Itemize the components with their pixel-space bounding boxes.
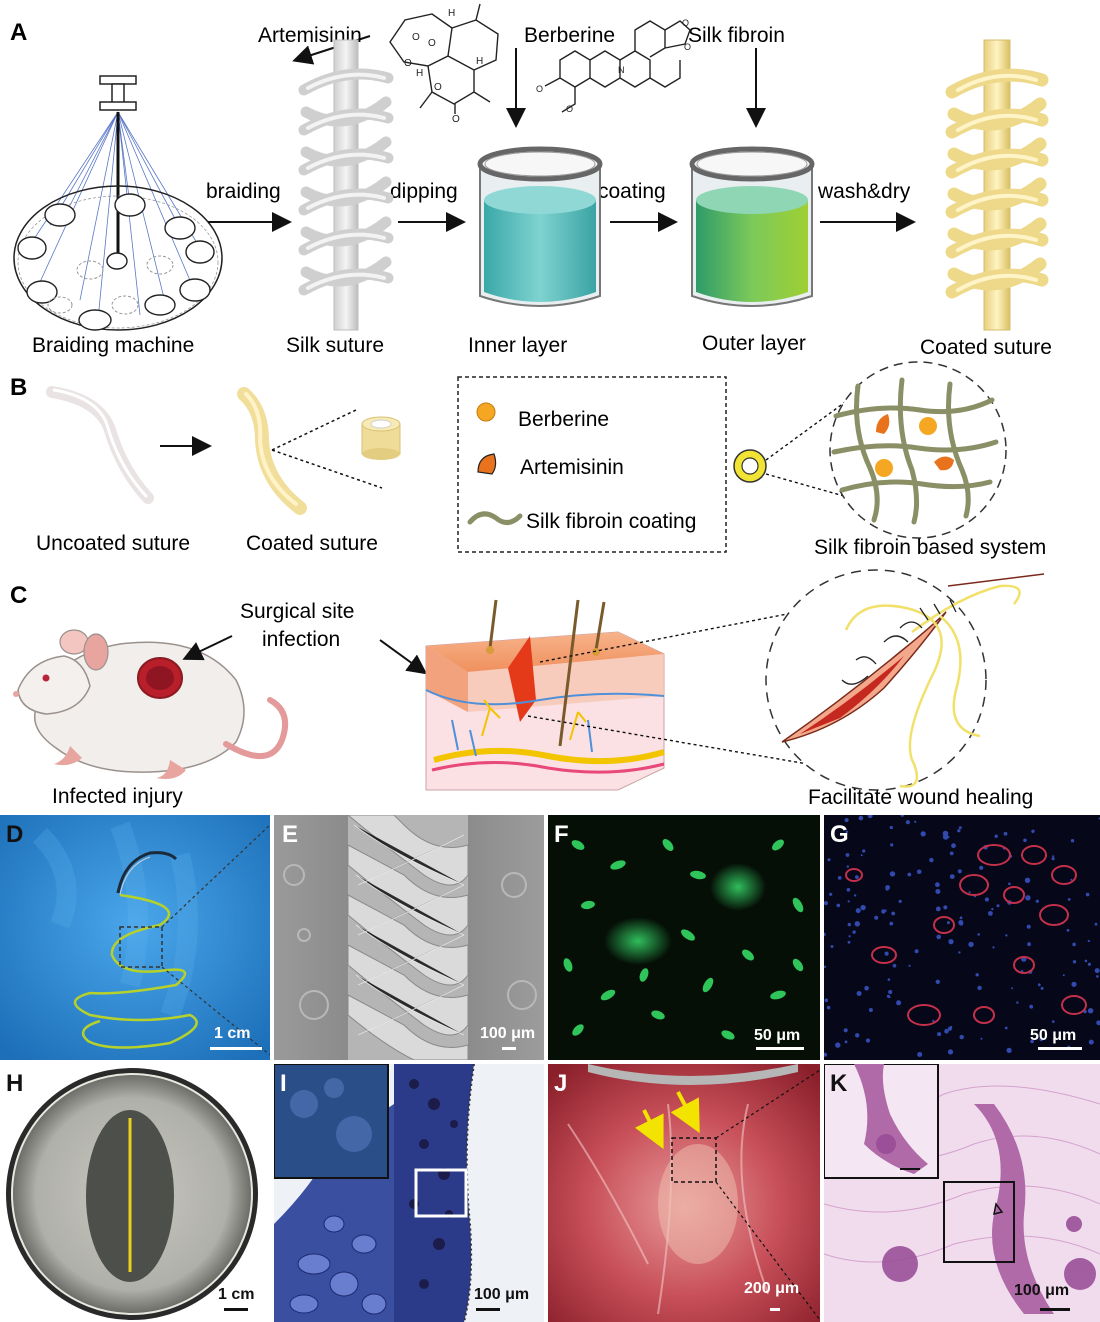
- label-berberine: Berberine: [524, 24, 615, 47]
- svg-text:O: O: [566, 104, 573, 114]
- panel-letter-e: E: [282, 821, 299, 848]
- silk-fibroin-network: [829, 361, 1007, 539]
- scale-bar-f: [756, 1047, 804, 1050]
- label-facilitate-wound-healing: Facilitate wound healing: [808, 786, 1033, 809]
- artemisinin-legend-icon: [477, 453, 497, 475]
- scale-label-j: 200 μm: [744, 1280, 800, 1297]
- arrowhead-k: [993, 1202, 1004, 1216]
- inner-layer-beaker: [477, 146, 603, 307]
- step-braiding: braiding: [206, 180, 281, 203]
- braiding-machine-illustration: [13, 75, 223, 331]
- coated-suture-shape: [237, 387, 307, 515]
- braided-fiber: [347, 815, 469, 1060]
- caption-silk-fibroin-system: Silk fibroin based system: [814, 536, 1046, 559]
- schematic-panels: A B C: [10, 3, 1052, 809]
- scale-bar-j: [770, 1308, 780, 1311]
- arrow-j-1: [634, 1109, 664, 1150]
- legend-berberine: Berberine: [518, 408, 609, 431]
- svg-text:O: O: [404, 58, 412, 69]
- svg-text:O: O: [682, 18, 689, 28]
- svg-text:O: O: [452, 114, 460, 125]
- panel-h-zone-plate: H 1 cm: [0, 1064, 270, 1322]
- silk-coating-legend-icon: [467, 511, 523, 525]
- outer-layer-beaker: [689, 146, 815, 307]
- scale-bar-i: [476, 1308, 500, 1311]
- scale-label-h: 1 cm: [218, 1286, 255, 1303]
- panel-letter-a: A: [10, 19, 27, 46]
- scale-bar-g: [1038, 1047, 1082, 1050]
- svg-text:O: O: [536, 84, 543, 94]
- step-coating: coating: [598, 180, 666, 203]
- panel-g-immunofluorescence: G 50 μm: [824, 815, 1100, 1060]
- panel-i-masson-stain: I 100 μm: [274, 1064, 544, 1322]
- caption-braiding-machine: Braiding machine: [32, 334, 194, 357]
- panel-letter-i: I: [280, 1070, 287, 1097]
- scale-label-g: 50 μm: [1030, 1027, 1077, 1044]
- scale-label-f: 50 μm: [754, 1027, 801, 1044]
- label-silk-fibroin: Silk fibroin: [688, 24, 785, 47]
- scale-bar-h: [224, 1308, 248, 1311]
- coated-suture-cross-section: [361, 416, 401, 460]
- panel-j-in-vivo-photo: J 200 μm: [548, 1064, 820, 1322]
- mouse-illustration: [13, 629, 288, 779]
- svg-text:O: O: [434, 82, 442, 93]
- scale-label-k: 100 μm: [1014, 1282, 1070, 1299]
- scale-bar-e: [502, 1047, 516, 1050]
- panel-letter-c: C: [10, 582, 27, 609]
- caption-outer-layer: Outer layer: [702, 332, 806, 355]
- panel-letter-d: D: [6, 821, 24, 848]
- scale-label-i: 100 μm: [474, 1286, 530, 1303]
- skin-tissue-illustration: [425, 599, 665, 791]
- scale-bar-k: [1040, 1308, 1070, 1311]
- ring-icon: [733, 449, 767, 483]
- panel-f-fluorescence: F 50 μm: [548, 815, 820, 1060]
- panel-letter-j: J: [554, 1070, 568, 1097]
- svg-text:N: N: [618, 65, 625, 75]
- silk-suture-illustration: [298, 39, 394, 331]
- svg-text:O: O: [428, 38, 436, 49]
- wound-closeup: [765, 569, 1045, 791]
- step-wash-dry: wash&dry: [817, 180, 911, 203]
- scale-bar-d: [210, 1047, 262, 1050]
- svg-text:H: H: [416, 68, 423, 79]
- panel-letter-f: F: [554, 821, 569, 848]
- label-surgical-site-1: Surgical site: [240, 600, 354, 623]
- caption-silk-suture: Silk suture: [286, 334, 384, 357]
- svg-text:H: H: [476, 56, 483, 67]
- svg-text:O: O: [412, 32, 420, 43]
- scale-label-e: 100 μm: [480, 1025, 536, 1042]
- arrow-to-skin: [379, 639, 428, 675]
- legend-silk-coating: Silk fibroin coating: [526, 510, 696, 533]
- svg-text:O: O: [684, 42, 691, 52]
- panel-letter-k: K: [830, 1070, 848, 1097]
- panel-letter-h: H: [6, 1070, 24, 1097]
- panel-k-he-stain: K 100 μm: [824, 1064, 1100, 1322]
- artemisinin-structure: O O O O O H H H: [389, 3, 499, 125]
- legend-box: [457, 376, 727, 553]
- legend-artemisinin: Artemisinin: [520, 456, 624, 479]
- needle-icon: [116, 851, 178, 894]
- panel-d-photo: D 1 cm: [0, 815, 270, 1060]
- arrow-j-2: [670, 1091, 700, 1134]
- panel-letter-g: G: [830, 821, 849, 848]
- berberine-legend-icon: [476, 402, 496, 422]
- caption-inner-layer: Inner layer: [468, 334, 567, 357]
- label-surgical-site-2: infection: [262, 628, 340, 651]
- berberine-structure: N O O O O: [536, 18, 691, 114]
- panel-letter-b: B: [10, 374, 27, 401]
- green-suture-loop: [73, 893, 198, 1049]
- svg-text:H: H: [448, 8, 455, 19]
- scale-label-d: 1 cm: [214, 1025, 251, 1042]
- caption-coated-suture: Coated suture: [920, 336, 1052, 359]
- label-infected-injury: Infected injury: [52, 785, 183, 808]
- arrow-to-mouse-wound: [182, 635, 233, 661]
- caption-uncoated-suture: Uncoated suture: [36, 532, 190, 555]
- panel-e-sem: E 100 μm: [274, 815, 544, 1060]
- coated-suture-illustration: [945, 39, 1049, 331]
- step-dipping: dipping: [390, 180, 458, 203]
- caption-coated-suture-b: Coated suture: [246, 532, 378, 555]
